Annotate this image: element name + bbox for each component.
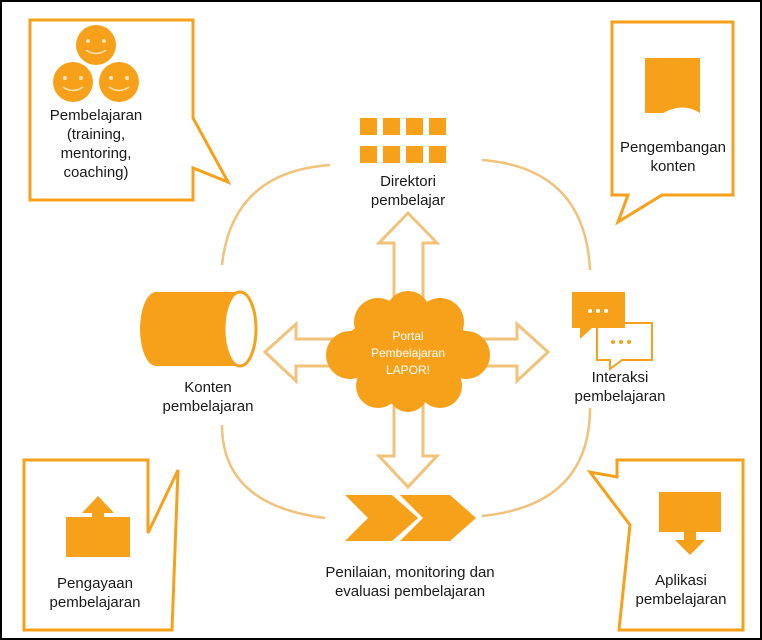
upload-icon — [66, 496, 130, 557]
directory-label: Direktori pembelajar — [318, 172, 498, 210]
content-label-line: pembelajaran — [162, 398, 254, 415]
directory-label-line: Direktori — [380, 173, 436, 190]
download-icon — [659, 492, 721, 555]
ring-arc-bottom-right — [481, 407, 592, 518]
ring-arc-bottom-left — [220, 424, 326, 520]
enrichment-label-line: pembelajaran — [49, 594, 141, 611]
interaction-label: Interaksi pembelajaran — [535, 368, 705, 406]
assessment-label-line: evaluasi pembelajaran — [334, 583, 486, 600]
document-icon — [645, 58, 700, 113]
learning-label-line: coaching) — [63, 164, 129, 181]
cylinder-icon — [140, 290, 258, 368]
content-label-line: Konten — [184, 379, 232, 396]
learning-label-line: (training, — [66, 126, 126, 143]
assessment-label: Penilaian, monitoring dan evaluasi pembe… — [290, 563, 530, 601]
content-label: Konten pembelajaran — [118, 378, 298, 416]
ring-arc-top-left — [220, 163, 331, 266]
assessment-label-line: Penilaian, monitoring dan — [325, 564, 495, 581]
directory-label-line: pembelajar — [370, 192, 446, 209]
center-label-line: Pembelajaran — [370, 346, 446, 360]
people-faces-icon — [53, 25, 139, 102]
content-dev-label-line: konten — [650, 158, 696, 175]
callout-content-dev-box — [610, 20, 735, 226]
chat-bubbles-icon — [572, 292, 653, 371]
grid-icon — [360, 118, 446, 163]
center-label-line: Portal — [392, 329, 424, 343]
learning-label-line: Pembelajaran — [49, 107, 143, 124]
cycle-ring — [220, 158, 592, 520]
learning-callout-label: Pembelajaran (training, mentoring, coach… — [36, 106, 156, 182]
content-dev-label-line: Pengembangan — [620, 139, 726, 156]
interaction-label-line: Interaksi — [591, 369, 649, 386]
enrichment-callout-label: Pengayaan pembelajaran — [30, 574, 160, 612]
learning-label-line: mentoring, — [60, 145, 132, 162]
application-callout-label: Aplikasi pembelajaran — [622, 571, 740, 609]
content-dev-callout-label: Pengembangan konten — [614, 138, 732, 176]
ring-arc-top-right — [481, 158, 592, 271]
center-portal-label: Portal Pembelajaran LAPOR! — [356, 328, 460, 379]
application-label-line: Aplikasi — [655, 572, 707, 589]
interaction-label-line: pembelajaran — [574, 388, 666, 405]
chevrons-icon — [345, 495, 476, 541]
arrow-down — [375, 394, 441, 490]
enrichment-label-line: Pengayaan — [57, 575, 133, 592]
cloud-icon — [326, 291, 490, 412]
center-label-line: LAPOR! — [385, 363, 430, 377]
application-label-line: pembelajaran — [635, 591, 727, 608]
